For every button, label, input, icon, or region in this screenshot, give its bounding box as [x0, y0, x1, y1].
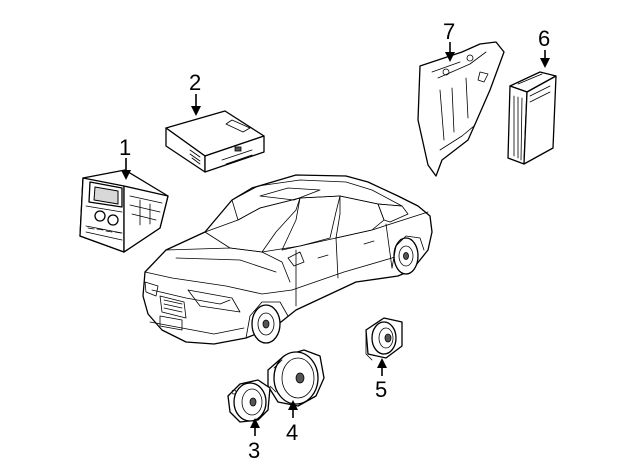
callout-2: 2 [189, 70, 201, 116]
amplifier [507, 71, 557, 165]
navigation-unit [165, 110, 265, 173]
callout-3: 3 [248, 418, 260, 463]
mid-speaker [227, 379, 271, 423]
callout-1: 1 [119, 135, 131, 180]
callout-1-label: 1 [119, 135, 131, 160]
callout-3-label: 3 [248, 438, 260, 463]
callout-6: 6 [538, 26, 550, 68]
mounting-bracket [417, 41, 505, 177]
callout-6-label: 6 [538, 26, 550, 51]
woofer-speaker [267, 349, 325, 407]
callout-5-label: 5 [375, 377, 387, 402]
callout-4-label: 4 [286, 420, 298, 445]
callout-7-label: 7 [443, 19, 455, 44]
callout-2-label: 2 [189, 70, 201, 95]
radio-head-unit [79, 169, 169, 253]
callout-7: 7 [443, 19, 455, 62]
tweeter-speaker [365, 317, 403, 361]
callout-4: 4 [286, 400, 298, 445]
sedan-car [142, 174, 433, 345]
callout-5: 5 [375, 358, 387, 402]
